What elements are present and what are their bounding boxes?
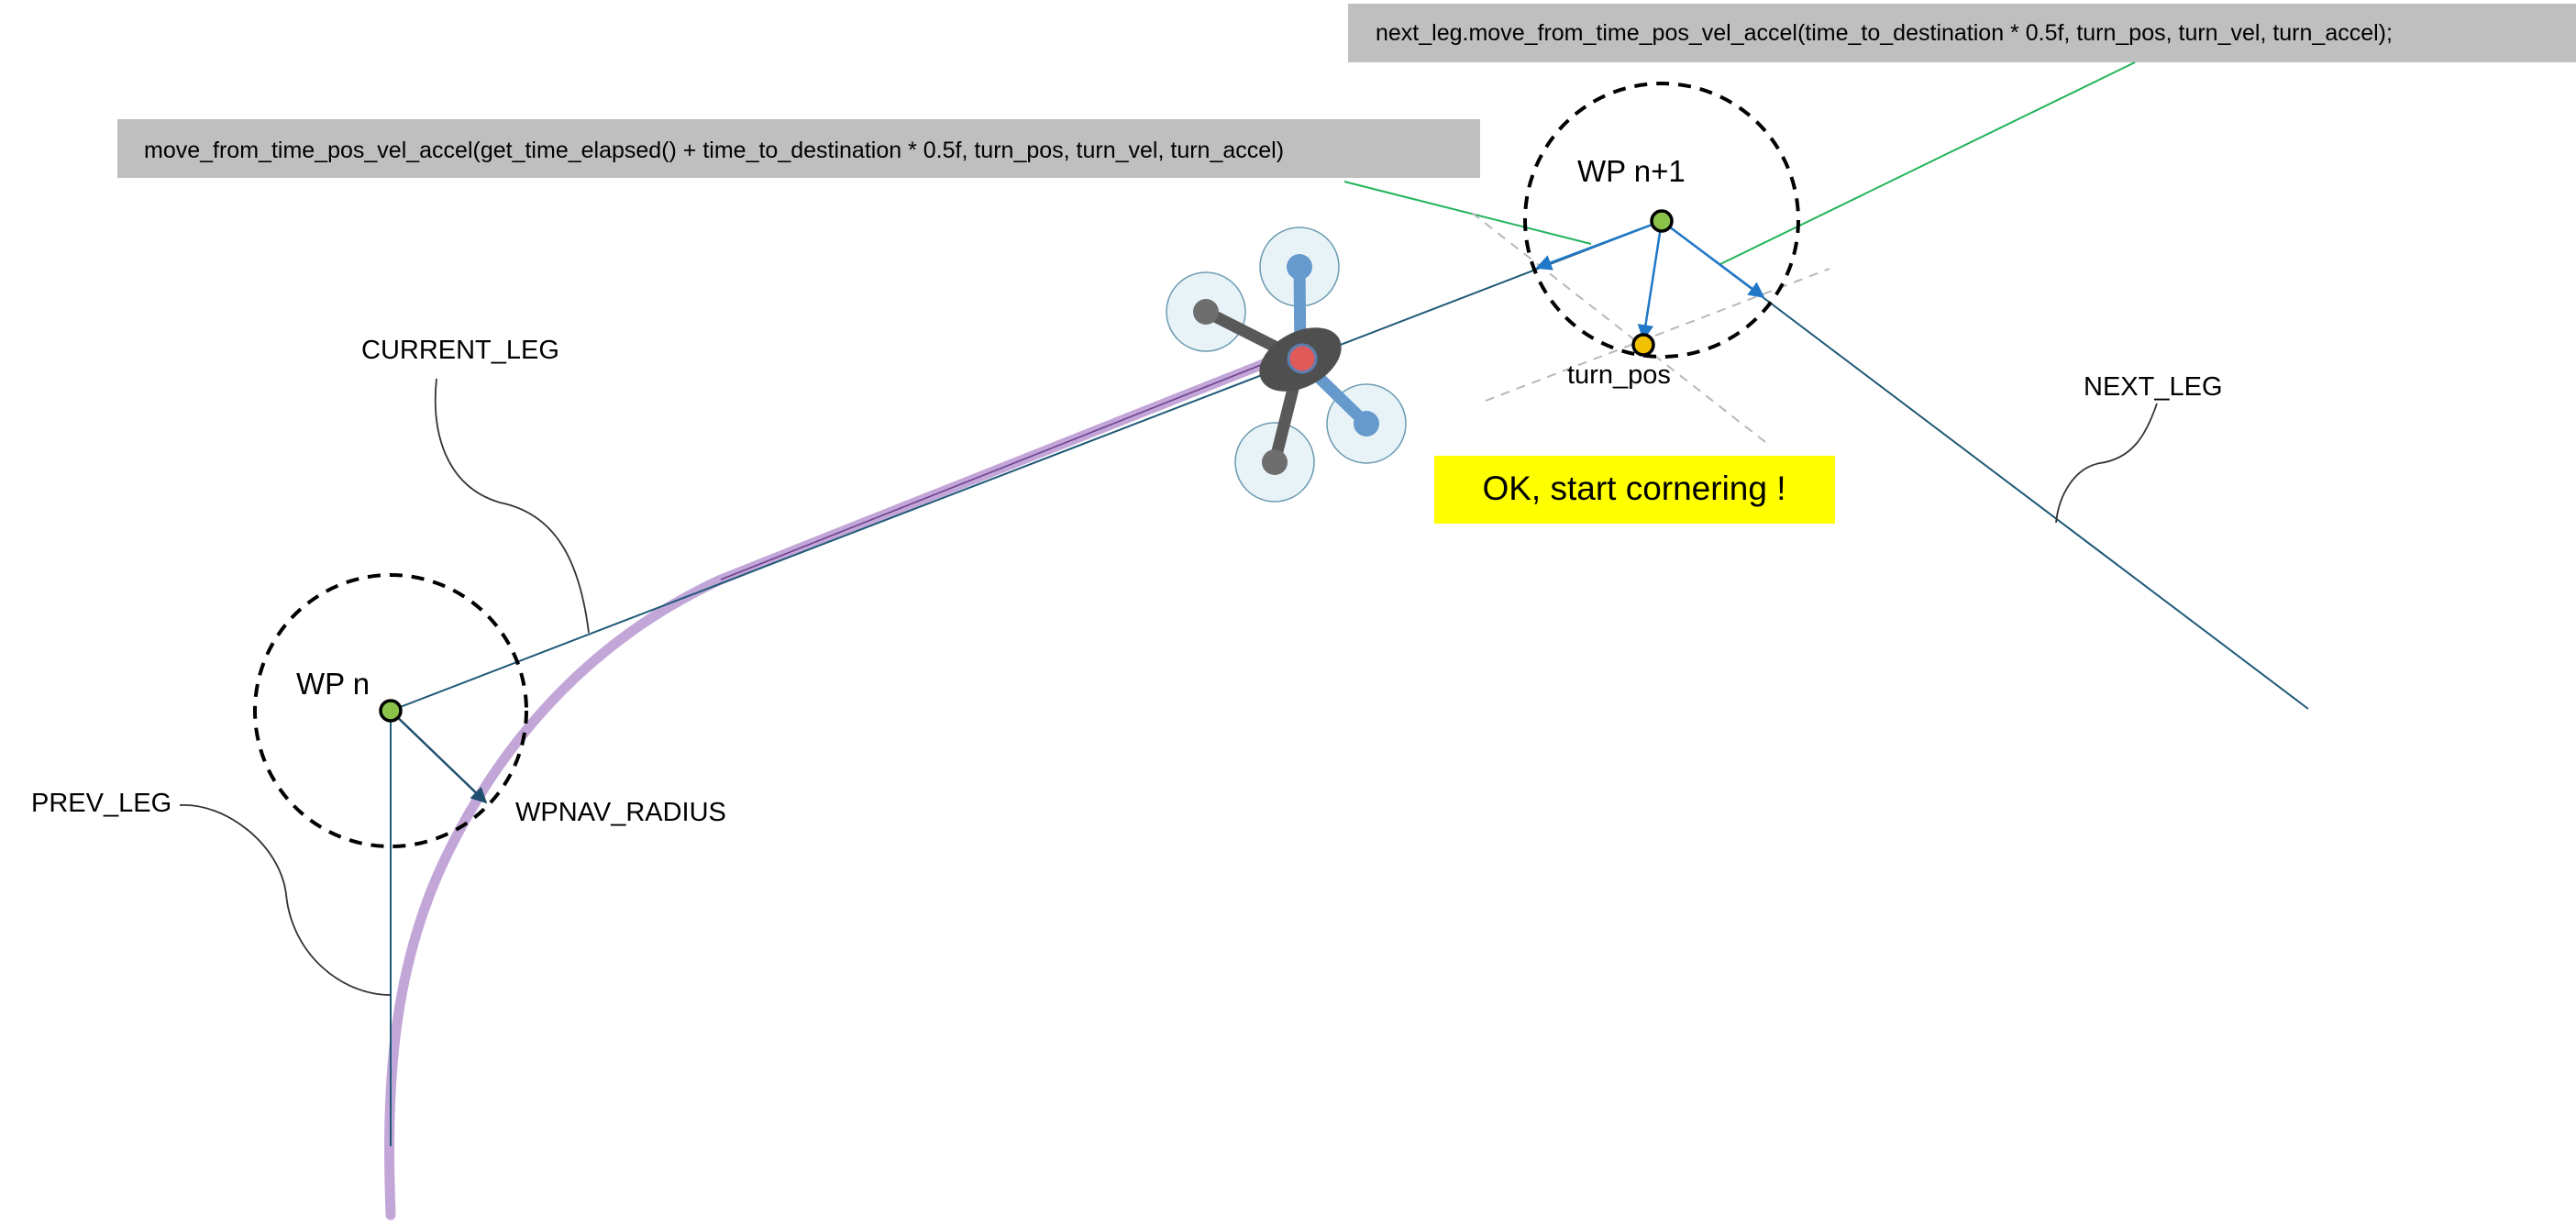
turn-guide-line-a [1471,212,1766,443]
current-leg-velocity-arrow [1535,219,1663,271]
rotor-hub-top-left [1193,299,1219,325]
flight-path [384,358,1271,1221]
wpnav-radius-arrow [390,710,488,804]
wp-n-radius-circle [253,573,528,848]
turn-pos-label: turn_pos [1567,360,1671,390]
flight-path-centerline [720,362,1266,580]
rotor-hub-bottom-right [1354,411,1379,437]
next-leg-code-box: next_leg.move_from_time_pos_vel_accel(ti… [1348,4,2576,62]
start-cornering-callout: OK, start cornering ! [1434,456,1835,524]
start-cornering-text: OK, start cornering ! [1482,470,1786,507]
next-leg-code-pointer [1719,61,2136,265]
drone-icon [1166,227,1407,503]
wpnav-radius-label: WPNAV_RADIUS [515,798,726,827]
wp-n-label: WP n [296,667,370,701]
current-leg-code-text: move_from_time_pos_vel_accel(get_time_el… [144,138,1284,163]
next-leg-label: NEXT_LEG [2084,372,2223,402]
current-leg-line [390,220,1663,712]
current-leg-label: CURRENT_LEG [361,336,559,365]
current-leg-code-pointer [1343,181,1592,245]
wp-n1-label: WP n+1 [1577,154,1686,188]
turn-pos-arrow [1637,220,1664,341]
current-leg-callout-line [434,378,590,634]
current-leg-code-box: move_from_time_pos_vel_accel(get_time_el… [117,119,1480,178]
rotor-hub-top-right [1287,254,1312,280]
wp-n1-marker [1650,209,1674,233]
rotor-hub-bottom-left [1262,449,1288,475]
wp-n-marker [379,699,403,723]
drone-position-marker [1287,343,1318,374]
prev-leg-callout-line [179,804,392,996]
turn-guide-line-b [1485,268,1830,402]
wp-n1-radius-circle [1523,82,1800,359]
turn-pos-marker [1631,333,1655,357]
prev-leg-label: PREV_LEG [31,789,171,818]
next-leg-callout-line [2055,403,2158,524]
next-leg-velocity-arrow [1661,219,1765,299]
next-leg-code-text: next_leg.move_from_time_pos_vel_accel(ti… [1376,20,2393,46]
